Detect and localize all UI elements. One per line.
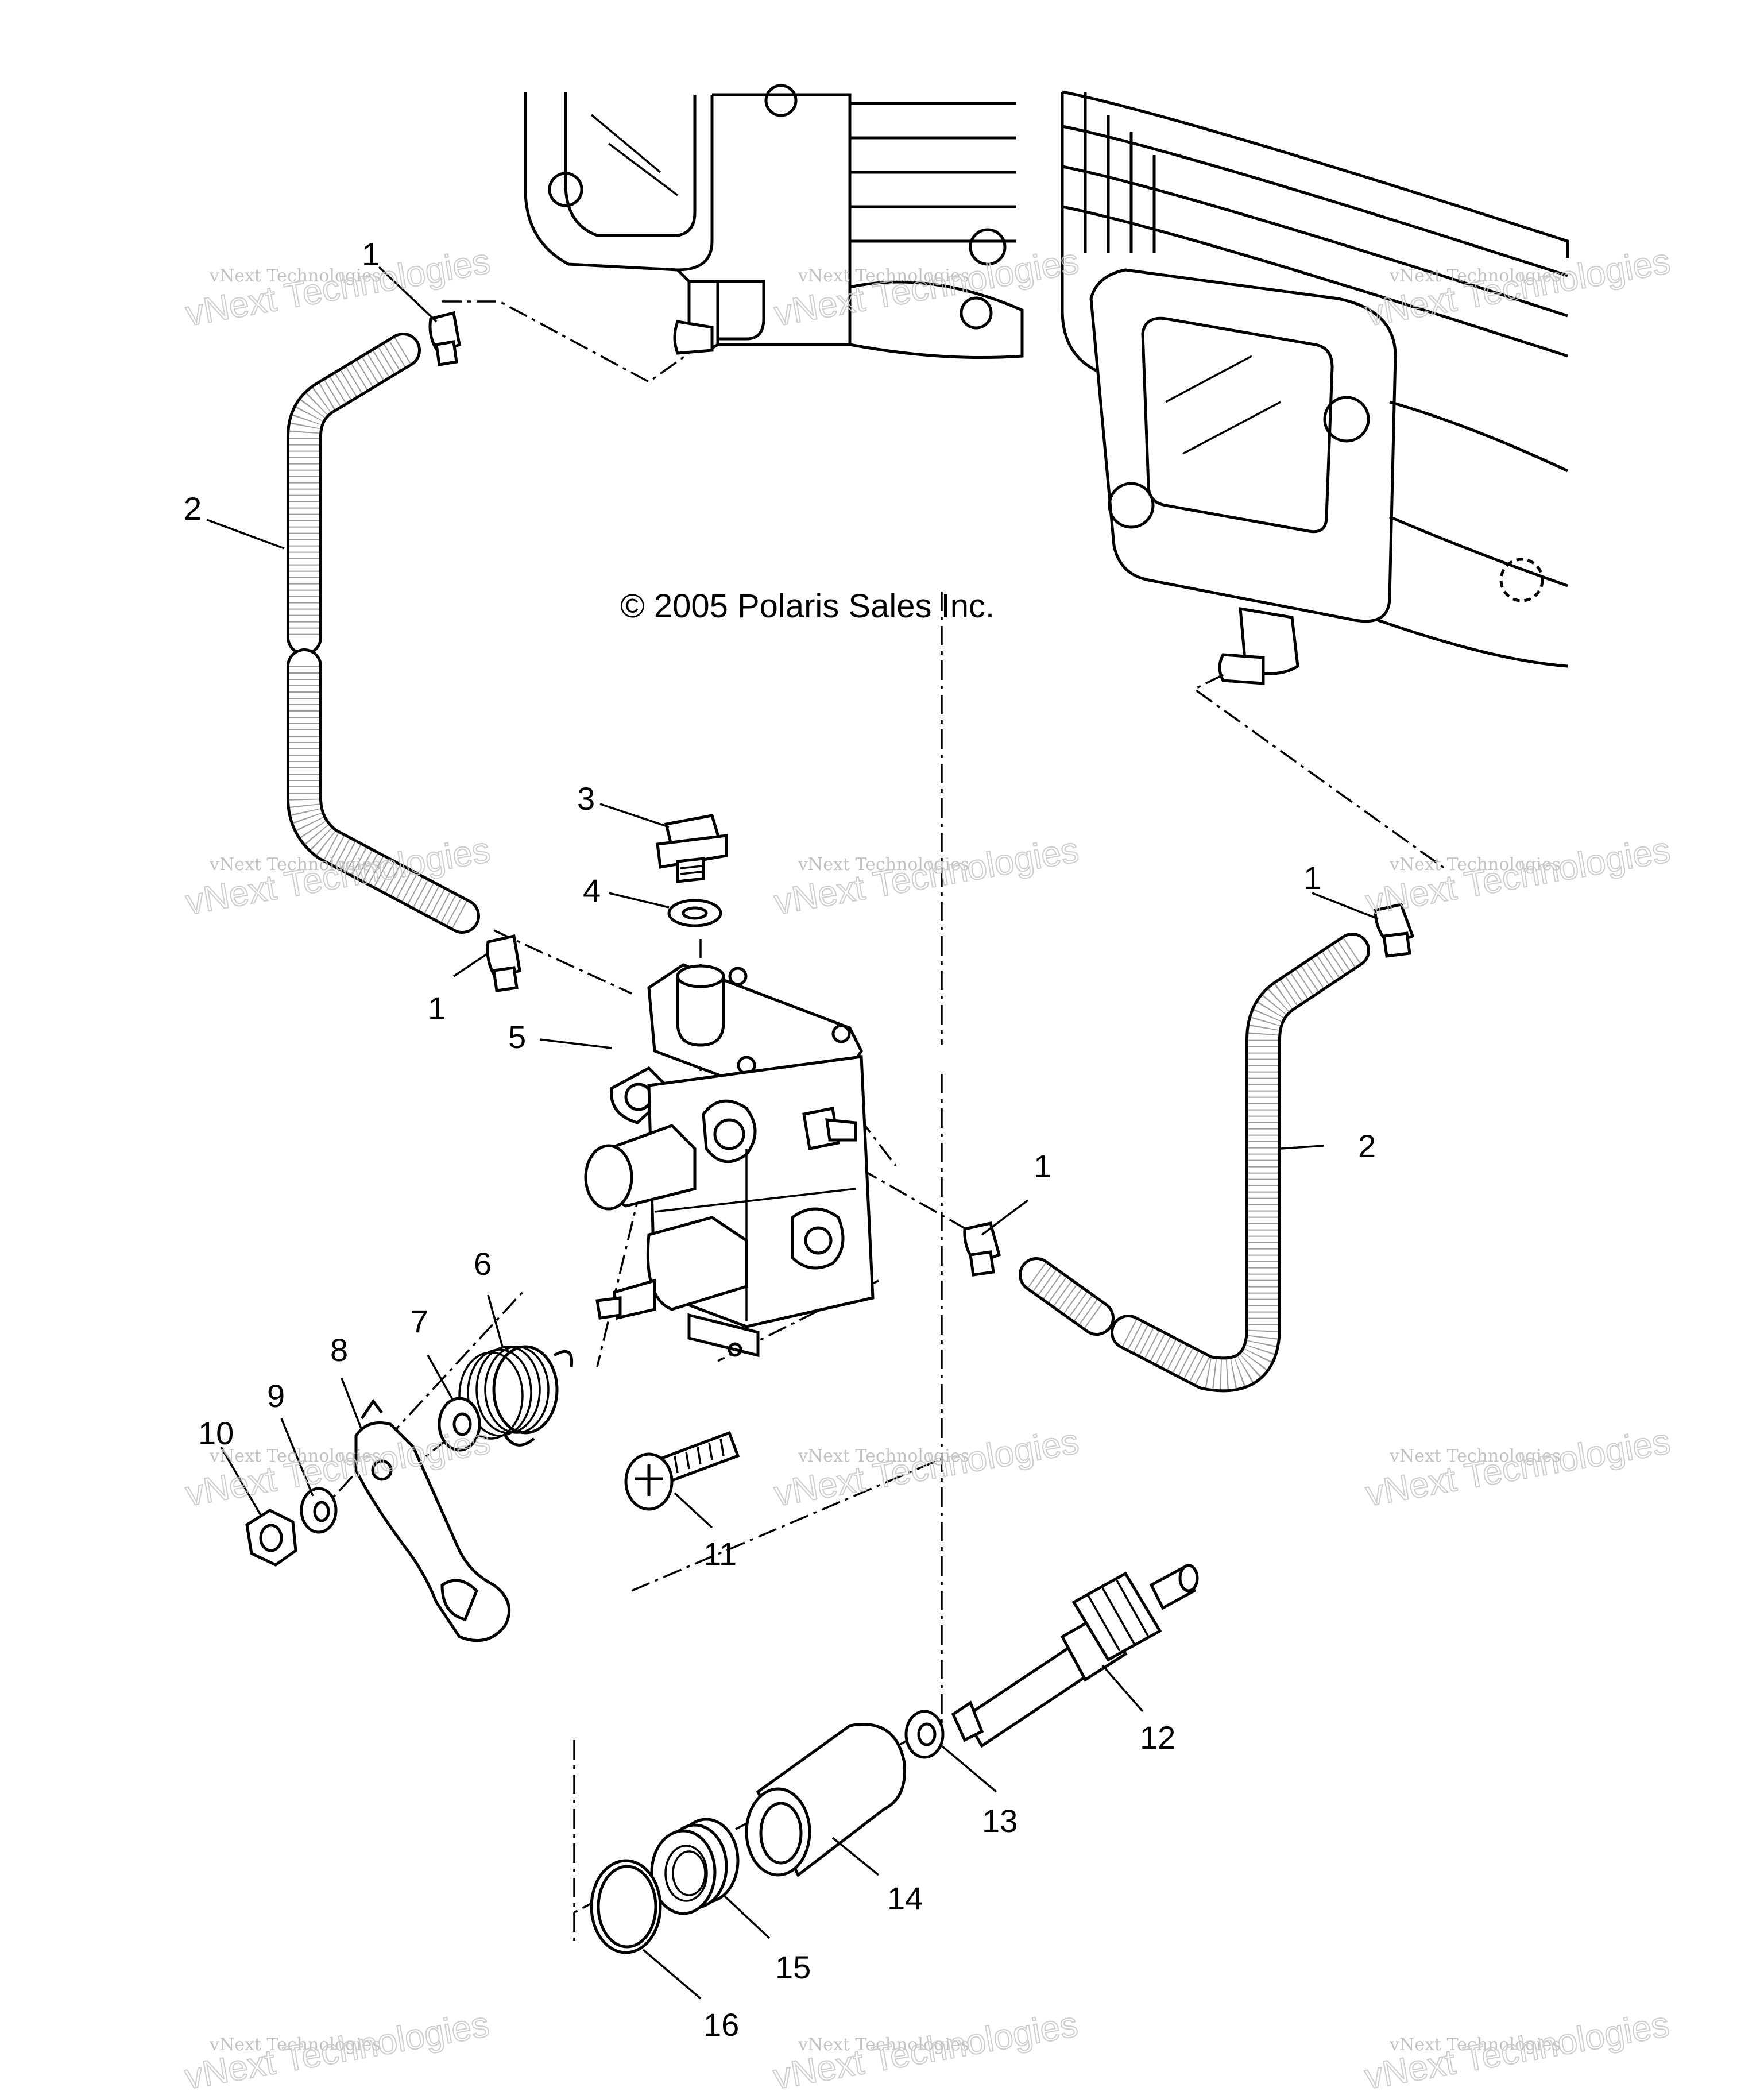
watermark-grid: vNext Technologies vNext Technologies vN…: [181, 241, 1674, 2097]
mounting-screw: [624, 1431, 740, 1511]
seal: [650, 1818, 740, 1915]
callout-14: 14: [887, 1880, 923, 1916]
watermark-small: vNext Technologies: [209, 1446, 381, 1466]
copyright-notice: © 2005 Polaris Sales Inc.: [620, 587, 995, 625]
oil-hose-right-long: [1111, 933, 1370, 1393]
callout-1-right-upper: 1: [1303, 860, 1321, 896]
oil-hose-left-lower: [287, 648, 480, 934]
oil-hose-right-short: [1019, 1257, 1115, 1336]
callout-4: 4: [583, 872, 601, 909]
return-spring: [458, 1345, 574, 1447]
watermark-small: vNext Technologies: [798, 855, 969, 875]
callout-13: 13: [982, 1803, 1018, 1839]
callout-6: 6: [474, 1246, 492, 1282]
oil-hose-left-upper: [287, 333, 421, 655]
nut: [245, 1509, 297, 1567]
callout-2-right: 2: [1358, 1128, 1376, 1164]
watermark-small: vNext Technologies: [1389, 1446, 1561, 1466]
watermark-small: vNext Technologies: [1389, 855, 1561, 875]
watermark-large: vNext Technologies: [771, 830, 1081, 922]
watermark-small: vNext Technologies: [1389, 2035, 1561, 2055]
oil-pump-body: [584, 963, 875, 1358]
callout-1-right-lower: 1: [1034, 1148, 1051, 1184]
lock-washer: [300, 1487, 338, 1534]
watermark-large: vNext Technologies: [1362, 2004, 1672, 2097]
watermark-small: vNext Technologies: [1389, 266, 1561, 286]
watermark-large: vNext Technologies: [1363, 1421, 1673, 1514]
cylinder-exhaust-port-right: [1061, 90, 1569, 685]
watermark-small: vNext Technologies: [798, 1446, 969, 1466]
callout-8: 8: [330, 1332, 348, 1368]
watermark-small: vNext Technologies: [798, 2035, 969, 2055]
callout-5: 5: [508, 1019, 526, 1055]
callout-1-mid-left: 1: [428, 990, 446, 1026]
callout-leaders: [206, 266, 1379, 2000]
callout-3: 3: [577, 780, 595, 817]
banjo-bolt: [656, 814, 728, 883]
watermark-large: vNext Technologies: [771, 241, 1081, 334]
hose-clamp-top-left: [428, 311, 461, 366]
callout-12: 12: [1140, 1719, 1175, 1756]
callout-2-left: 2: [184, 490, 202, 527]
watermark-small: vNext Technologies: [209, 266, 381, 286]
sealing-washer: [667, 899, 722, 927]
callout-16: 16: [703, 2007, 739, 2043]
watermark-large: vNext Technologies: [771, 1421, 1081, 1514]
callout-15: 15: [775, 1949, 811, 1985]
callout-1-top-left: 1: [362, 236, 380, 272]
pump-lever: [354, 1398, 511, 1642]
callout-9: 9: [267, 1378, 285, 1414]
hose-clamp-mid-left: [486, 934, 521, 992]
callout-7: 7: [411, 1303, 428, 1339]
watermark-small: vNext Technologies: [209, 855, 381, 875]
thrust-washer: [904, 1710, 945, 1759]
callout-11: 11: [703, 1536, 737, 1572]
hose-clamp-right-upper: [1374, 903, 1415, 958]
bushing: [745, 1723, 907, 1877]
cylinder-exhaust-port-left: [524, 84, 1024, 359]
o-ring: [590, 1859, 662, 1954]
watermark-large: vNext Technologies: [771, 2004, 1081, 2097]
callout-10: 10: [198, 1415, 234, 1451]
washer: [438, 1397, 481, 1452]
watermark-large: vNext Technologies: [1363, 241, 1673, 334]
watermark-small: vNext Technologies: [209, 2035, 381, 2055]
hose-clamp-right-lower: [963, 1221, 1001, 1277]
drive-gear-shaft: [951, 1564, 1199, 1748]
watermark-large: vNext Technologies: [182, 2004, 492, 2097]
watermark-small: vNext Technologies: [798, 266, 969, 286]
watermark-large: vNext Technologies: [1363, 830, 1673, 922]
